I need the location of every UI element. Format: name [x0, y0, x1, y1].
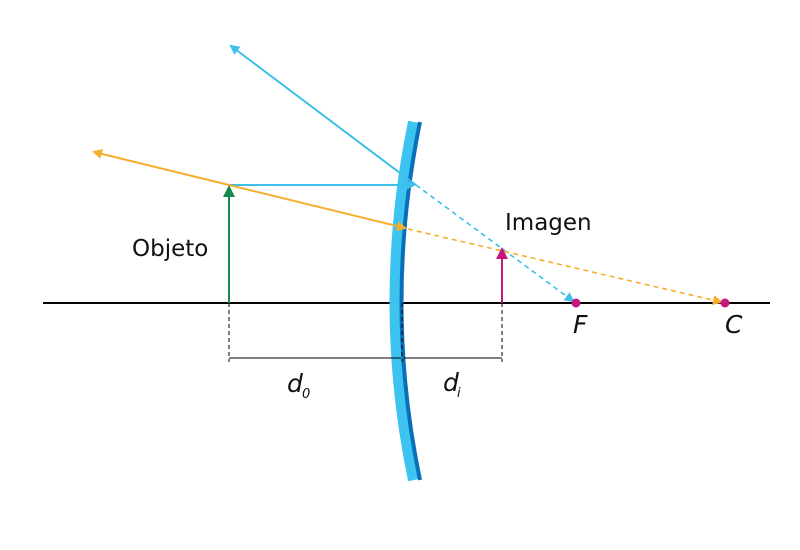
- center-of-curvature-label: C: [725, 310, 743, 339]
- focal-point-dot: [571, 298, 581, 308]
- center-of-curvature-dot: [720, 298, 730, 308]
- focal-point-label: F: [573, 310, 588, 339]
- center-ray: [92, 149, 723, 306]
- object-distance-label: d: [287, 369, 303, 398]
- object-distance-subscript: 0: [302, 387, 310, 402]
- object-label: Objeto: [132, 236, 208, 262]
- convex-mirror-icon: [389, 120, 422, 482]
- distance-markers: [228, 303, 503, 362]
- image-label: Imagen: [505, 210, 592, 236]
- parallel-ray: [229, 44, 575, 303]
- image-distance-subscript: i: [457, 386, 461, 401]
- image-distance-label: d: [443, 368, 459, 397]
